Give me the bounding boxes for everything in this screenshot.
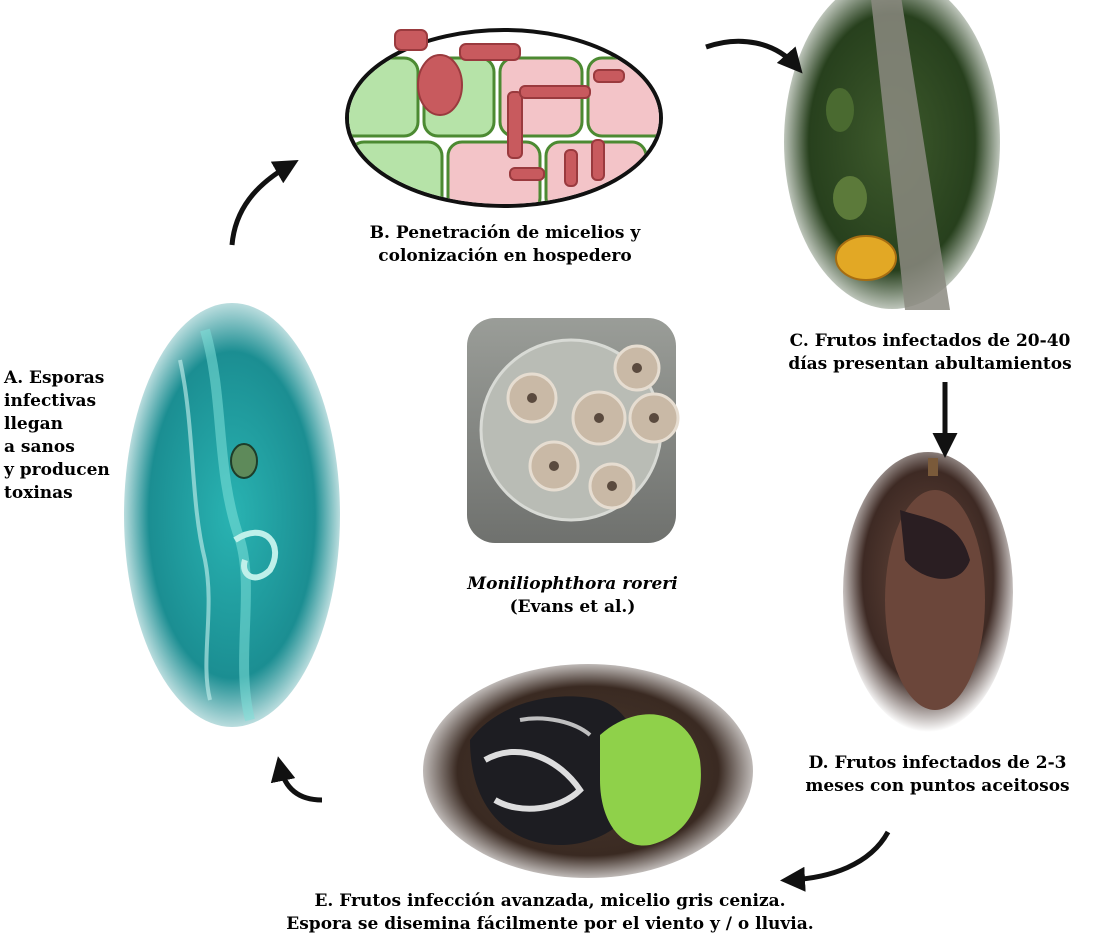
stage-d-line: D. Frutos infectados de 2-3 [780, 752, 1095, 775]
advanced-infection-pod-photo [423, 664, 753, 878]
mycelium-cells-diagram [340, 30, 668, 212]
species-name: Moniliophthora roreri [430, 573, 715, 596]
stage-e-line: E. Frutos infección avanzada, micelio gr… [170, 890, 930, 913]
stage-b-label: B. Penetración de micelios y colonizació… [330, 222, 680, 268]
stage-b-line: B. Penetración de micelios y [330, 222, 680, 245]
stage-a-label: A. Esporas infectivas llegan a sanos y p… [4, 367, 144, 505]
arrow-d-to-e [790, 832, 888, 880]
stage-e-label: E. Frutos infección avanzada, micelio gr… [170, 890, 930, 936]
spore-micrograph [124, 303, 340, 727]
stage-a-line: infectivas [4, 390, 144, 413]
stage-b-line: colonización en hospedero [330, 245, 680, 268]
stage-d-line: meses con puntos aceitosos [780, 775, 1095, 798]
species-author: (Evans et al.) [430, 596, 715, 619]
arrow-b-to-c [706, 41, 796, 66]
stage-c-line: días presentan abultamientos [765, 353, 1095, 376]
cacao-tree-photo [784, 0, 1000, 310]
stage-a-line: a sanos [4, 436, 144, 459]
stage-e-line: Espora se disemina fácilmente por el vie… [170, 913, 930, 936]
species-caption: Moniliophthora roreri (Evans et al.) [430, 573, 715, 619]
stage-a-line: y producen [4, 459, 144, 482]
arrow-e-to-a [280, 766, 322, 800]
stage-d-label: D. Frutos infectados de 2-3 meses con pu… [780, 752, 1095, 798]
stage-a-line: A. Esporas [4, 367, 144, 390]
arrow-a-to-b [232, 165, 290, 245]
stage-c-line: C. Frutos infectados de 20-40 [765, 330, 1095, 353]
stage-a-line: toxinas [4, 482, 144, 505]
stage-a-line: llegan [4, 413, 144, 436]
stage-c-label: C. Frutos infectados de 20-40 días prese… [765, 330, 1095, 376]
infected-pod-photo [843, 452, 1013, 732]
petri-dish-photo [467, 318, 678, 543]
